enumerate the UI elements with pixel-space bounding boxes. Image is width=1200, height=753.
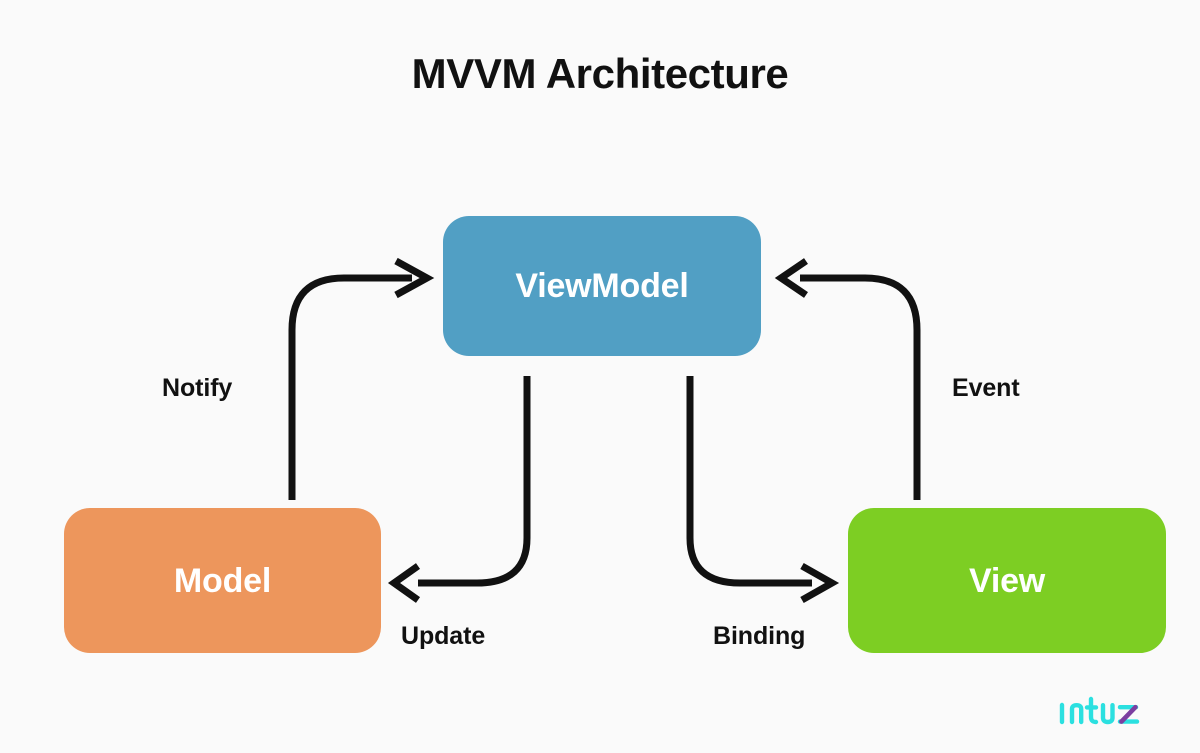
node-view-label: View xyxy=(968,561,1046,600)
node-view[interactable]: View xyxy=(848,508,1166,653)
edge-update xyxy=(387,376,531,603)
node-model-label: Model xyxy=(173,561,272,600)
edge-label-notify: Notify xyxy=(162,374,233,402)
edge-label-update: Update xyxy=(401,622,486,650)
edge-label-binding: Binding xyxy=(713,622,806,650)
node-viewmodel-label: ViewModel xyxy=(515,267,689,305)
node-viewmodel[interactable]: ViewModel xyxy=(443,216,761,356)
intuz-logo xyxy=(1059,696,1140,725)
edge-notify xyxy=(288,257,435,500)
edge-binding xyxy=(686,376,840,604)
edge-event xyxy=(774,258,921,500)
page-title: MVVM Architecture xyxy=(411,50,789,97)
node-model[interactable]: Model xyxy=(64,508,381,653)
edge-label-event: Event xyxy=(952,374,1020,402)
